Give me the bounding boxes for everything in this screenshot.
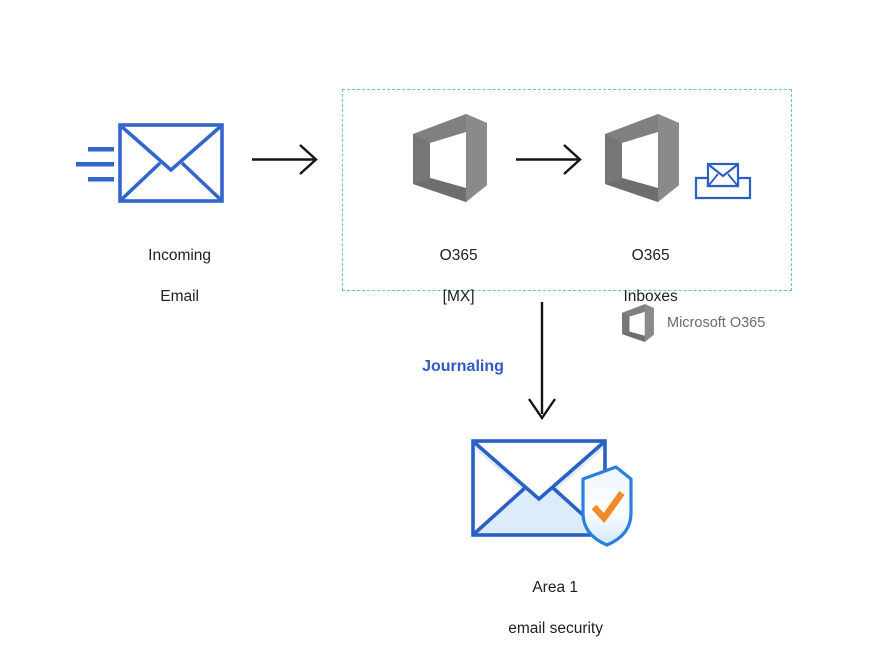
o365-inboxes-label-line2: Inboxes: [623, 288, 678, 306]
incoming-email-label: Incoming Email: [91, 226, 251, 328]
o365-mx-label: O365 [MX]: [370, 226, 530, 328]
office-logo-icon: [600, 112, 684, 204]
edge-incoming-to-mx-arrow: [252, 142, 322, 177]
edge-mx-to-inboxes-arrow: [516, 142, 586, 177]
inbox-tray-envelope-icon: [694, 160, 752, 202]
legend-label: Microsoft O365: [667, 315, 766, 331]
incoming-email-speed-lines: [76, 143, 126, 188]
o365-mx-label-line2: [MX]: [442, 288, 475, 306]
area1-label-line2: email security: [508, 620, 603, 638]
o365-inboxes-label-line1: O365: [631, 247, 670, 265]
edge-inboxes-to-area1-arrow: [522, 302, 562, 424]
legend-office-logo-icon: [620, 303, 656, 343]
o365-inboxes-label: O365 Inboxes: [562, 226, 722, 328]
o365-boundary-zone: [342, 89, 792, 291]
envelope-icon: [118, 123, 224, 203]
area1-label: Area 1 email security: [462, 558, 632, 653]
shielded-envelope-icon: [470, 435, 634, 547]
incoming-email-label-line1: Incoming: [148, 247, 212, 265]
o365-mx-label-line1: O365: [439, 247, 478, 265]
incoming-email-label-line2: Email: [160, 288, 199, 306]
area1-label-line1: Area 1: [532, 579, 579, 597]
office-logo-icon: [408, 112, 492, 204]
journaling-label: Journaling: [422, 358, 504, 375]
